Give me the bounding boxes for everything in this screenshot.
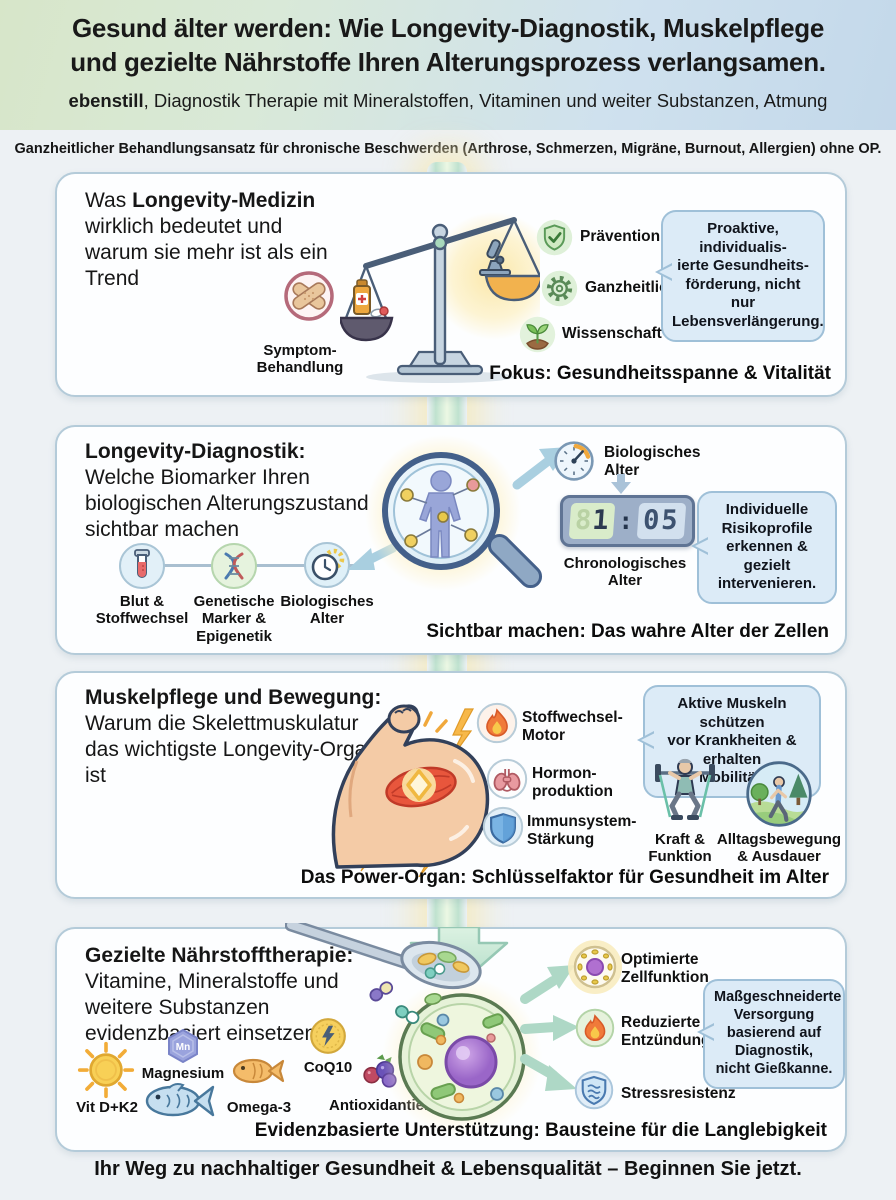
subtitle-rest: , Diagnostik Therapie mit Mineralstoffen…: [143, 90, 828, 111]
section-longevity-medizin: Was Longevity-Medizin wirklich bedeutet …: [55, 172, 847, 397]
s1-heading-rest: wirklich bedeutet und warum sie mehr ist…: [85, 215, 328, 291]
sprout-icon: [519, 316, 556, 353]
s1-heading-bold: Longevity-Medizin: [132, 189, 316, 212]
s1-item-label: Wissenschaft: [562, 325, 662, 342]
outcome-label: Stressresistenz: [621, 1085, 736, 1102]
s1-speech-bubble: Proaktive, individualis- ierte Gesundhei…: [655, 210, 825, 342]
clock-gear-icon: [304, 542, 350, 588]
s2-focus-line: Sichtbar machen: Das wahre Alter der Zel…: [426, 621, 829, 642]
s1-item-label: Prävention: [580, 228, 661, 245]
chronological-age-label: Chronologisches Alter: [563, 555, 687, 590]
outcome-label: Reduzierte Entzündung: [621, 1014, 711, 1049]
clock-chrono-panel: 05: [636, 503, 686, 539]
clock-colon: :: [618, 507, 633, 535]
training-label: Kraft & Funktion: [648, 831, 712, 866]
flame-icon: [476, 702, 518, 744]
header-banner: Gesund älter werden: Wie Longevity-Diagn…: [0, 0, 896, 130]
s2-heading-rest: Welche Biomarker Ihren biologischen Alte…: [85, 466, 369, 542]
s1-heading: Was Longevity-Medizin wirklich bedeutet …: [85, 188, 333, 292]
section-muskelpflege: Muskelpflege und Bewegung: Warum die Ske…: [55, 671, 847, 899]
s4-speech-bubble: Maßgeschneiderte Versorgung basierend au…: [697, 979, 845, 1089]
magnifier-body-icon: [365, 433, 595, 618]
s4-focus-line: Evidenzbasierte Unterstützung: Bausteine…: [254, 1120, 827, 1141]
clock-ghost-digit: 8: [573, 505, 593, 536]
s1-focus-line: Fokus: Gesundheitsspanne & Vitalität: [489, 363, 831, 384]
biomarker-label: Biologisches Alter: [280, 593, 374, 628]
biomarker-label: Genetische Marker & Epigenetik: [193, 593, 275, 645]
nutrient-label: Magnesium: [141, 1065, 225, 1082]
dna-icon: [211, 543, 257, 589]
s1-item-label: Ganzheitlich: [585, 279, 678, 296]
shield-icon: [482, 806, 524, 848]
magnesium-symbol: Mn: [176, 1042, 190, 1053]
nutrient-label: Vit D+K2: [76, 1099, 138, 1116]
section-longevity-diagnostik: Longevity-Diagnostik: Welche Biomarker I…: [55, 425, 847, 655]
page-title: Gesund älter werden: Wie Longevity-Diagn…: [70, 13, 826, 77]
thyroid-icon: [486, 758, 528, 800]
nutrient-label: Omega-3: [226, 1099, 292, 1116]
training-label: Alltagsbewegung & Ausdauer: [716, 831, 842, 866]
gear-icon: [541, 270, 578, 307]
no-symptom-bandaid-icon: [283, 270, 335, 322]
flame-green-icon: [575, 1008, 615, 1048]
s1-heading-pre: Was: [85, 189, 133, 212]
wave-shield-icon: [574, 1070, 614, 1110]
arrow-down-icon: [609, 474, 633, 495]
muscle-function-label: Immunsystem- Stärkung: [527, 813, 637, 848]
s4-heading: Gezielte Nährstofftherapie: Vitamine, Mi…: [85, 943, 383, 1047]
footer-cta: Ihr Weg zu nachhaltiger Gesundheit & Leb…: [94, 1158, 802, 1180]
gauge-label: Biologisches Alter: [604, 444, 701, 479]
s3-focus-line: Das Power-Organ: Schlüsselfaktor für Ges…: [300, 867, 829, 888]
s2-heading-bold: Longevity-Diagnostik:: [85, 440, 306, 463]
s4-heading-bold: Gezielte Nährstofftherapie:: [85, 944, 354, 967]
outcome-arrows-icon: [519, 957, 581, 1099]
brand-name: ebenstill: [68, 90, 144, 111]
blood-tube-icon: [119, 543, 165, 589]
shield-check-icon: [536, 219, 573, 256]
s3-heading-bold: Muskelpflege und Bewegung:: [85, 686, 382, 709]
orange-fish-icon: [231, 1055, 285, 1087]
walking-nature-icon: [744, 759, 814, 829]
s2-heading: Longevity-Diagnostik: Welche Biomarker I…: [85, 439, 415, 543]
symptom-treatment-label: Symptom- Behandlung: [256, 342, 344, 377]
s3-heading: Muskelpflege und Bewegung: Warum die Ske…: [85, 685, 385, 789]
nutrient-label: CoQ10: [303, 1059, 353, 1076]
section-naehrstofftherapie: Gezielte Nährstofftherapie: Vitamine, Mi…: [55, 918, 847, 1152]
magnesium-hexagon-icon: Mn: [167, 1028, 199, 1064]
outcome-label: Optimierte Zellfunktion: [621, 951, 709, 986]
clock-bio-panel: 81: [568, 503, 615, 539]
sun-icon: [77, 1041, 135, 1099]
spoon-pills-icon: [284, 918, 495, 1045]
coq10-coin-icon: [309, 1017, 347, 1055]
page-subtitle: ebenstill, Diagnostik Therapie mit Miner…: [8, 90, 888, 112]
squat-barbell-icon: [653, 755, 717, 829]
muscle-function-label: Stoffwechsel- Motor: [522, 709, 623, 744]
biomarker-label: Blut & Stoffwechsel: [95, 593, 189, 628]
s2-speech-bubble: Individuelle Risikoprofile erkennen & ge…: [691, 491, 837, 604]
digital-age-clock: 81 : 05: [560, 495, 695, 547]
small-cell-icon: [567, 939, 623, 995]
muscle-function-label: Hormon- produktion: [532, 765, 613, 800]
balance-scale-icon: [338, 192, 558, 384]
s3-heading-rest: Warum die Skelettmuskulatur das wichtigs…: [85, 712, 378, 788]
blue-fish-icon: [143, 1079, 215, 1119]
clock-digit: 1: [591, 505, 610, 536]
gauge-icon: [553, 440, 595, 482]
muscle-arm-icon: [305, 691, 517, 878]
tagline: Ganzheitlicher Behandlungsansatz für chr…: [14, 141, 882, 157]
